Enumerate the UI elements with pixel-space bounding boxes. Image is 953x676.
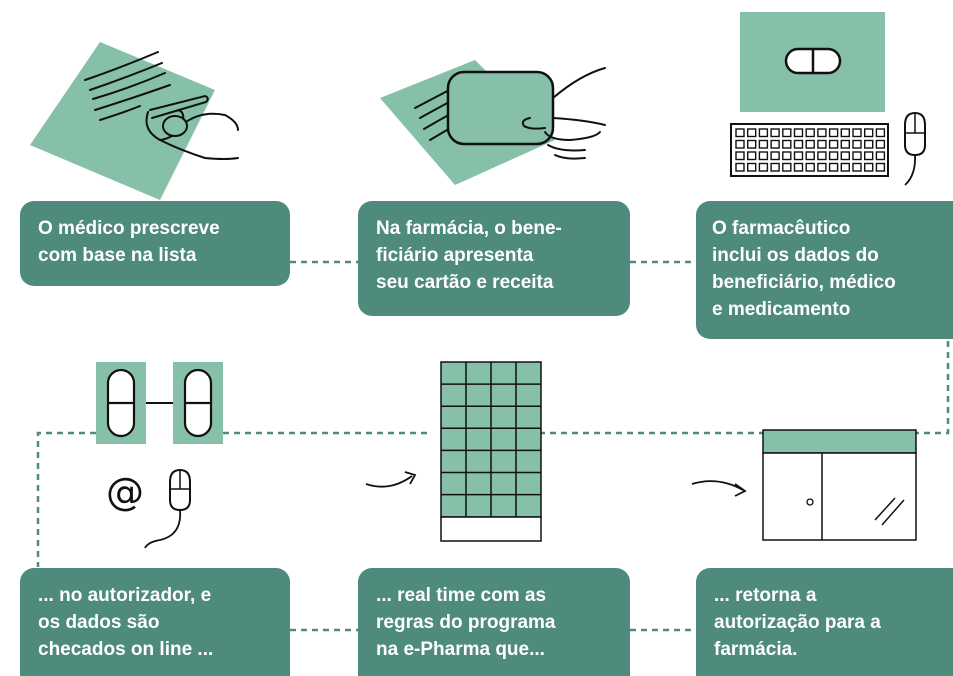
arrow-icon (365, 471, 417, 488)
computer-icon (730, 12, 926, 186)
step-4-line-2: os dados são (38, 612, 160, 633)
step-6-line-1: ... retorna a (714, 585, 817, 606)
step-5-line-3: na e-Pharma que... (376, 639, 545, 660)
step-5-line-2: regras do programa (376, 612, 556, 633)
step-5-line-1: ... real time com as (376, 585, 547, 606)
step-4-line-1: ... no autorizador, e (38, 585, 212, 606)
step-2-box: Na farmácia, o bene- ficiário apresenta … (358, 201, 630, 316)
connector-3-4 (538, 330, 950, 435)
mouse-small-icon (169, 468, 191, 512)
step-1-line-1: O médico prescreve (38, 218, 220, 239)
arrow-2-icon (691, 480, 747, 497)
pharmacy-window-icon (691, 429, 917, 541)
step-2-line-1: Na farmácia, o bene- (376, 218, 562, 239)
keyboard-icon (730, 123, 889, 177)
at-sign-icon: @ (106, 470, 144, 514)
card-and-prescription-icon (380, 60, 606, 185)
network-at-icon: @ (96, 362, 223, 549)
step-6-box: ... retorna a autorização para a farmáci… (696, 568, 953, 676)
step-2-line-3: seu cartão e receita (376, 272, 554, 293)
step-3-box: O farmacêutico inclui os dados do benefi… (696, 201, 953, 339)
step-4-box: ... no autorizador, e os dados são checa… (20, 568, 290, 676)
step-6-line-2: autorização para a (714, 612, 881, 633)
step-2-line-2: ficiário apresenta (376, 245, 534, 266)
rules-grid-icon (365, 361, 542, 542)
connector-3-4-left (36, 431, 96, 567)
mouse-icon (904, 111, 926, 157)
step-1-line-2: com base na lista (38, 245, 197, 266)
step-4-line-3: checados on line ... (38, 639, 214, 660)
card-icon (446, 70, 555, 146)
doctor-prescription-icon (30, 42, 239, 200)
step-5-box: ... real time com as regras do programa … (358, 568, 630, 676)
step-3-line-4: e medicamento (712, 299, 851, 320)
step-3-line-3: beneficiário, médico (712, 272, 896, 293)
step-6-line-3: farmácia. (714, 639, 798, 660)
step-1-box: O médico prescreve com base na lista (20, 201, 290, 286)
connectors (36, 260, 950, 632)
step-3-line-1: O farmacêutico (712, 218, 851, 239)
step-3-line-2: inclui os dados do (712, 245, 879, 266)
